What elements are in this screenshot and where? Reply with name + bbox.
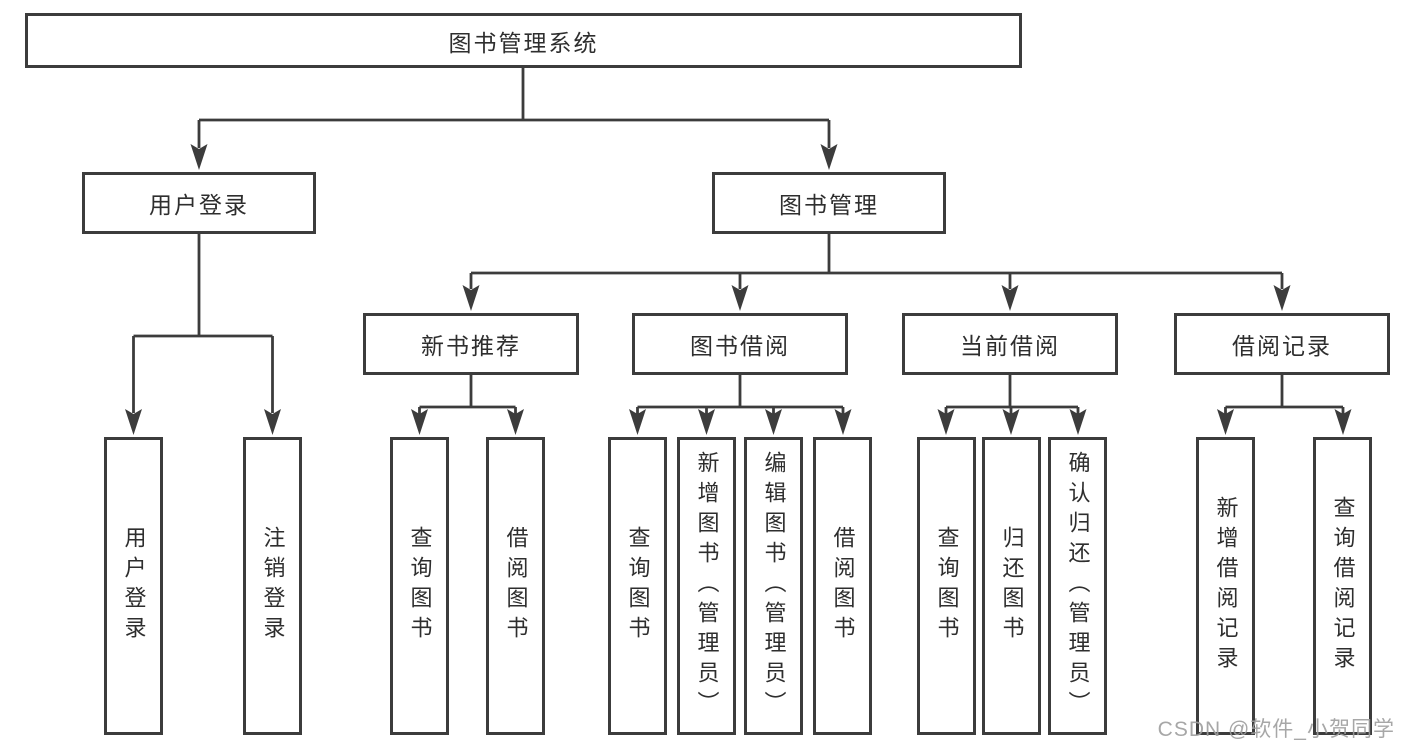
node-user-login: 用户登录: [82, 172, 316, 234]
node-label: 新书推荐: [421, 333, 521, 359]
arrowhead: [190, 144, 208, 170]
leaf-label: 查询图书: [625, 526, 651, 646]
connector-book-borrow-to-leaves: [629, 375, 852, 435]
node-label: 图书管理: [779, 192, 879, 218]
leaf-label: 确认归还（管理员）: [1065, 451, 1091, 721]
leaf-confirm-return-admin: 确认归还（管理员）: [1048, 437, 1107, 735]
leaf-label: 查询图书: [407, 526, 433, 646]
leaf-add-book-admin: 新增图书（管理员）: [677, 437, 736, 735]
node-library-management-system: 图书管理系统: [25, 13, 1022, 68]
leaf-label: 借阅图书: [503, 526, 529, 646]
connector-new-book-to-leaves: [411, 375, 524, 435]
leaf-label: 借阅图书: [830, 526, 856, 646]
arrowhead: [731, 285, 749, 311]
arrowhead: [698, 409, 715, 435]
leaf-add-borrow-record: 新增借阅记录: [1196, 437, 1255, 735]
leaf-logout: 注销登录: [243, 437, 302, 735]
leaf-label: 新增图书（管理员）: [694, 451, 720, 721]
leaf-user-login: 用户登录: [104, 437, 163, 735]
node-label: 借阅记录: [1232, 333, 1332, 359]
connector-borrow-record-to-leaves: [1217, 375, 1352, 435]
arrowhead: [629, 409, 646, 435]
arrowhead: [1217, 409, 1234, 435]
node-book-management: 图书管理: [712, 172, 946, 234]
arrowhead: [1069, 409, 1087, 435]
leaf-label: 查询借阅记录: [1330, 496, 1356, 676]
csdn-watermark: CSDN @软件_小贺同学: [1157, 718, 1395, 741]
leaf-query-borrow-record: 查询借阅记录: [1313, 437, 1372, 735]
leaf-query-books-2: 查询图书: [608, 437, 667, 735]
arrowhead: [820, 144, 838, 170]
leaf-borrow-books-2: 借阅图书: [813, 437, 872, 735]
node-borrow-record: 借阅记录: [1174, 313, 1390, 375]
leaf-query-books: 查询图书: [390, 437, 449, 735]
arrowhead: [765, 409, 782, 435]
node-new-book-recommend: 新书推荐: [363, 313, 579, 375]
arrowhead: [264, 409, 281, 435]
arrowhead: [1002, 409, 1020, 435]
arrowhead: [411, 409, 428, 435]
leaf-edit-book-admin: 编辑图书（管理员）: [744, 437, 803, 735]
arrowhead: [1001, 285, 1019, 311]
arrowhead: [834, 409, 852, 435]
leaf-label: 查询图书: [934, 526, 960, 646]
node-current-borrow: 当前借阅: [902, 313, 1118, 375]
arrowhead: [462, 285, 480, 311]
connector-user-login-to-leaves: [125, 234, 281, 435]
connector-book-management-to-level3: [462, 234, 1291, 311]
node-book-borrow: 图书借阅: [632, 313, 848, 375]
leaf-label: 归还图书: [999, 526, 1025, 646]
leaf-label: 注销登录: [260, 526, 286, 646]
node-label: 图书借阅: [690, 333, 790, 359]
arrowhead: [1273, 285, 1291, 311]
connector-root-to-level2: [190, 68, 838, 170]
arrowhead: [125, 409, 142, 435]
node-label: 图书管理系统: [448, 29, 599, 56]
leaf-label: 用户登录: [121, 526, 147, 646]
arrowhead: [1334, 409, 1352, 435]
leaf-label: 新增借阅记录: [1213, 496, 1239, 676]
leaf-borrow-books: 借阅图书: [486, 437, 545, 735]
leaf-query-books-3: 查询图书: [917, 437, 976, 735]
leaf-label: 编辑图书（管理员）: [761, 451, 787, 721]
arrowhead: [937, 409, 955, 435]
node-label: 用户登录: [149, 192, 249, 218]
arrowhead: [507, 409, 524, 435]
node-label: 当前借阅: [960, 333, 1060, 359]
leaf-return-book: 归还图书: [982, 437, 1041, 735]
connector-current-borrow-to-leaves: [937, 375, 1087, 435]
